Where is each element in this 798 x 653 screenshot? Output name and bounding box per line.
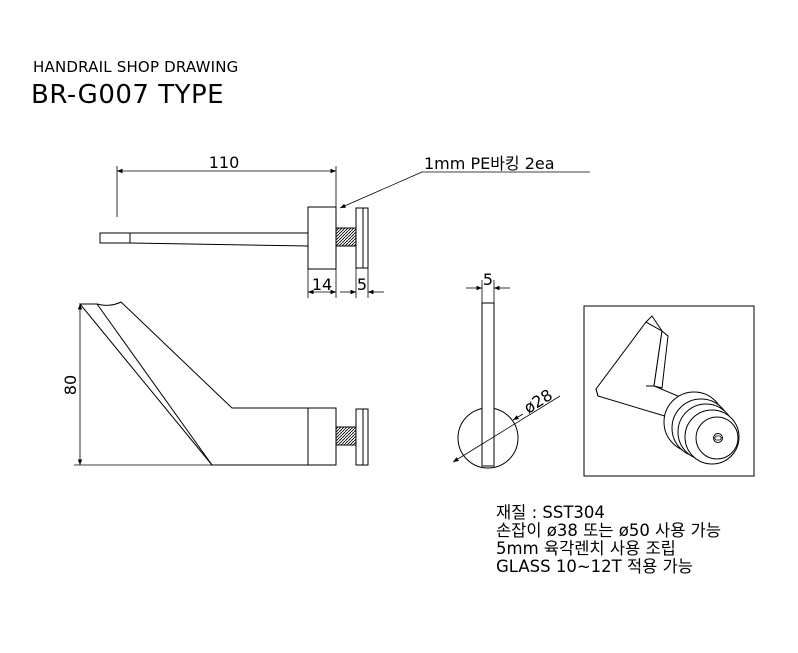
top-view [99,166,369,298]
front-view-block [307,407,337,466]
top-view-plate [355,207,369,269]
dimension-5-plate-label: 5 [357,275,367,294]
side-view [457,280,519,469]
packing-callout-label: 1mm PE바킹 2ea [424,154,555,173]
side-view-arm [481,302,495,467]
dimension-110-label: 110 [209,153,240,172]
dimension-14-label: 14 [312,275,332,294]
front-view-plate [355,408,369,466]
packing-callout: 1mm PE바킹 2ea [339,154,590,209]
dimension-14: 14 [308,275,336,295]
dimension-diameter-label: ø28 [520,385,556,417]
top-view-arm [99,232,309,247]
material-notes: 재질 : SST304 손잡이 ø38 또는 ø50 사용 가능 5mm 육각렌… [496,504,721,576]
drawing-title: BR-G007 TYPE [31,80,225,110]
note-line: 5mm 육각렌치 사용 조립 [496,539,676,558]
top-view-thread [335,227,357,247]
front-view-thread [335,426,357,446]
dimension-5-plate: 5 [340,275,384,295]
note-line: 재질 : SST304 [496,503,605,522]
note-line: 손잡이 ø38 또는 ø50 사용 가능 [496,521,722,540]
top-view-block [307,206,337,270]
dimension-5-side-label: 5 [483,270,493,289]
isometric-frame [583,305,755,477]
drawing-subtitle: HANDRAIL SHOP DRAWING [33,58,239,76]
dimension-diameter: ø28 [452,385,561,463]
dimension-5-side: 5 [466,270,510,291]
isometric-view [583,305,755,477]
dimension-110: 110 [117,153,336,174]
front-view [78,301,369,466]
note-line: GLASS 10~12T 적용 가능 [496,557,693,576]
dimension-80: 80 [61,304,212,466]
dimension-80-label: 80 [61,375,80,395]
